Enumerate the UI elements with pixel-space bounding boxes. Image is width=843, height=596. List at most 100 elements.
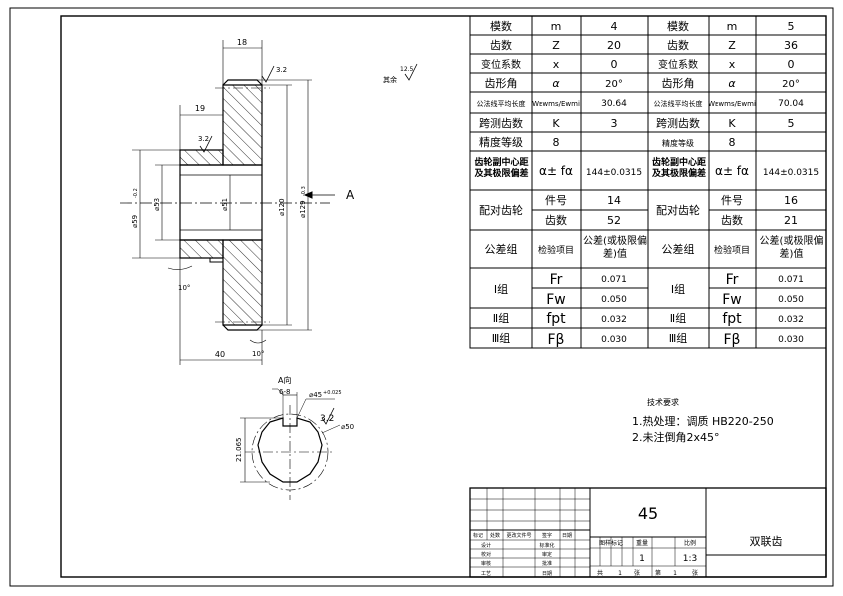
value-grade-right: 8 (729, 136, 736, 149)
dim-hub-width: 18 (237, 38, 247, 47)
value-centerdist-left: 144±0.0315 (586, 168, 642, 178)
quantity-value: 1 (639, 554, 645, 564)
group-2-left: Ⅱ组 (493, 311, 509, 325)
rev-doc-label: 更改文件号 (506, 532, 531, 539)
chamfer-angle-right: 10° (252, 350, 264, 358)
dim-hub-od: ⌀59 (131, 215, 139, 228)
value-fpt-right: 0.032 (778, 315, 804, 325)
group-1-right: Ⅰ组 (671, 282, 685, 296)
label-mating-teeth-left: 齿数 (545, 214, 567, 227)
group-3-right: Ⅲ组 (669, 331, 688, 345)
value-fr-left: 0.071 (601, 275, 627, 285)
symbol-module-left: m (551, 20, 562, 33)
rev-count-label: 处数 (490, 532, 500, 539)
value-teeth-right: 36 (784, 39, 798, 52)
label-mating-teeth-right: 齿数 (721, 214, 743, 227)
label-span-left: 跨测齿数 (479, 117, 523, 130)
label-span-right: 跨测齿数 (656, 117, 700, 130)
value-angle-left: 20° (605, 79, 623, 90)
label-shift-right: 变位系数 (658, 58, 698, 71)
group-3-left: Ⅲ组 (492, 331, 511, 345)
value-partno-left: 14 (607, 194, 621, 207)
tech-req-line-1: 1.热处理：调质 HB220-250 (632, 415, 774, 428)
symbol-teeth-right: Z (728, 39, 736, 52)
value-angle-right: 20° (782, 79, 800, 90)
dim-bore-mid: ⌀51 (221, 198, 229, 211)
rev-date-label: 日期 (562, 533, 572, 539)
value-module-right: 5 (788, 20, 795, 33)
label-centerdist-left: 齿轮副中心距及其极限偏差 (474, 158, 529, 179)
label-module-left: 模数 (490, 20, 512, 33)
header-group-right: 公差组 (662, 242, 695, 256)
item-fbeta-left: Fβ (548, 332, 565, 348)
value-shift-left: 0 (611, 58, 618, 71)
group-2-right: Ⅱ组 (670, 311, 686, 325)
roughness-keyway: 3.2 (320, 414, 334, 424)
label-centerdist-right: 齿轮副中心距及其极限偏差 (651, 158, 706, 179)
dim-gear-pitch: ⌀120 (278, 198, 286, 216)
label-partno-left: 件号 (545, 194, 567, 207)
value-shift-right: 0 (788, 58, 795, 71)
symbol-angle-right: α (728, 77, 736, 90)
label-shift-left: 变位系数 (481, 58, 521, 71)
value-fpt-left: 0.032 (601, 315, 627, 325)
tech-req-title: 技术要求 (647, 397, 679, 407)
role-check: 校对 (481, 551, 491, 558)
roughness-all: 12.5 (400, 66, 414, 73)
part-name: 双联齿 (750, 535, 783, 548)
label-mating-left: 配对齿轮 (479, 203, 523, 217)
symbol-span-left: K (552, 117, 560, 130)
symbol-span-right: K (728, 117, 736, 130)
dim-small-d: ⌀45 (309, 391, 322, 399)
sheet-total-value: 1 (618, 570, 622, 577)
sheet-total-label: 共 (597, 569, 603, 577)
dim-bore-d: ⌀53 (153, 198, 161, 211)
value-mating-teeth-left: 52 (607, 214, 621, 227)
label-mating-right: 配对齿轮 (656, 203, 700, 217)
role-ratify: 批准 (542, 560, 552, 567)
label-wlen-right: 公法线平均长度 (654, 99, 703, 108)
value-grade-left: 8 (553, 136, 560, 149)
item-fw-left: Fw (546, 292, 566, 308)
label-teeth-left: 齿数 (490, 39, 512, 52)
value-span-left: 3 (611, 117, 618, 130)
title-block (469, 487, 827, 578)
dim-total-length: 40 (215, 350, 225, 359)
label-partno-right: 件号 (721, 194, 743, 207)
symbol-angle-left: α (552, 77, 560, 90)
scale-label: 比例 (684, 539, 696, 547)
value-fbeta-right: 0.030 (778, 335, 804, 345)
value-fw-right: 0.050 (778, 295, 804, 305)
value-span-right: 5 (788, 117, 795, 130)
dim-hub-od-tol: -0.2 (133, 188, 139, 198)
gear-parameter-table (469, 15, 827, 349)
dim-keyway-depth: 21.065 (235, 438, 243, 463)
label-grade-left: 精度等级 (479, 135, 523, 149)
item-fw-right: Fw (722, 292, 742, 308)
dim-bore-length: 19 (195, 104, 205, 113)
label-centerdist-right-box: 齿轮副中心距及其极限偏差 (651, 158, 706, 179)
section-label-a: A (346, 188, 355, 202)
item-fbeta-right: Fβ (724, 332, 741, 348)
label-module-right: 模数 (667, 20, 689, 33)
symbol-wlen-left: Wᴇwms/Ewmi (532, 100, 580, 108)
rev-sign-label: 签字 (542, 532, 552, 539)
label-angle-right: 齿形角 (662, 77, 695, 90)
sheet-unit-1: 张 (634, 569, 640, 577)
sheet-unit-2: 张 (692, 569, 698, 577)
value-teeth-left: 20 (607, 39, 621, 52)
item-fr-left: Fr (550, 272, 563, 288)
chamfer-angle-bottom: 10° (178, 284, 190, 292)
symbol-centerdist-right: α± fα (715, 164, 749, 178)
surface-finish-global: 其余 (383, 75, 397, 84)
value-fw-left: 0.050 (601, 295, 627, 305)
value-mating-teeth-right: 21 (784, 214, 798, 227)
sheet-no-label: 第 (655, 569, 661, 577)
weight-label: 重量 (636, 539, 648, 547)
header-value-right-box: 公差(或极限偏差)值 (760, 236, 824, 260)
header-group-left: 公差组 (485, 242, 518, 256)
dim-large-d: ⌀50 (341, 423, 354, 431)
value-module-left: 4 (611, 20, 618, 33)
tech-req-line-2: 2.未注倒角2x45° (632, 430, 720, 444)
